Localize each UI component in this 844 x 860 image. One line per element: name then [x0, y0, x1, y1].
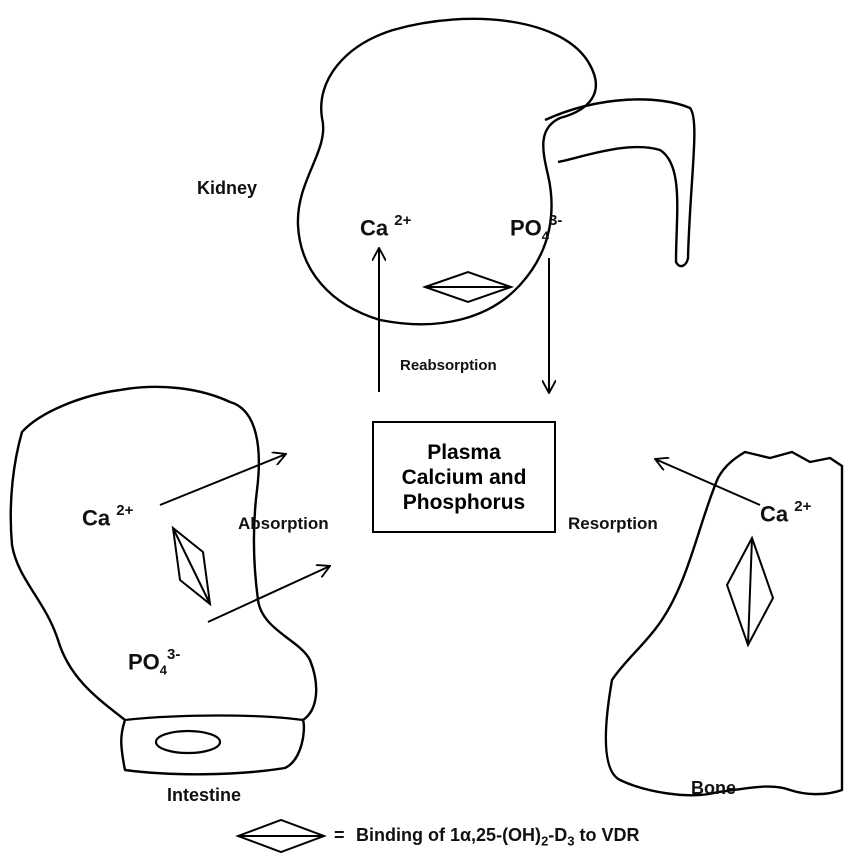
absorption-label: Absorption — [238, 514, 329, 534]
intestine-calcium-label: Ca 2+ — [82, 504, 133, 531]
phosphate-charge: 3- — [549, 212, 562, 229]
intestine-vdr-diamond — [173, 528, 210, 604]
legend-text-suffix: to VDR — [575, 825, 640, 845]
plasma-line-1: Plasma — [427, 440, 501, 465]
calcium-symbol: Ca — [82, 505, 110, 530]
ureter-outline — [545, 99, 694, 266]
reabsorption-label: Reabsorption — [400, 357, 497, 374]
resorption-label: Resorption — [568, 514, 658, 534]
phosphate-charge: 3- — [167, 646, 180, 663]
calcium-symbol: Ca — [760, 501, 788, 526]
legend-subscript-3: 3 — [567, 834, 574, 849]
phosphate-symbol: PO — [510, 215, 542, 240]
plasma-box: Plasma Calcium and Phosphorus — [372, 421, 556, 533]
phosphate-symbol: PO — [128, 649, 160, 674]
phosphate-subscript: 4 — [542, 229, 549, 244]
calcium-symbol: Ca — [360, 215, 388, 240]
intestine-label: Intestine — [167, 785, 241, 806]
plasma-line-2: Calcium and — [402, 465, 527, 490]
legend-text-mid: -D — [548, 825, 567, 845]
kidney-phosphate-label: PO43- — [510, 214, 562, 244]
kidney-vdr-diamond — [425, 272, 511, 302]
legend-equals: = — [334, 825, 345, 846]
bone-calcium-arrow — [655, 459, 760, 505]
bone-calcium-label: Ca 2+ — [760, 500, 811, 527]
intestine-cross-section — [125, 716, 303, 721]
legend-text: Binding of 1α,25-(OH)2-D3 to VDR — [356, 825, 640, 849]
legend-vdr-diamond — [238, 820, 324, 852]
bone-label: Bone — [691, 778, 736, 799]
plasma-line-3: Phosphorus — [403, 490, 526, 515]
calcium-charge: 2+ — [794, 498, 811, 515]
intestine-phosphate-label: PO43- — [128, 648, 180, 678]
kidney-calcium-label: Ca 2+ — [360, 214, 411, 241]
calcium-charge: 2+ — [394, 212, 411, 229]
calcium-charge: 2+ — [116, 502, 133, 519]
intestine-lumen — [156, 731, 220, 753]
legend-text-prefix: Binding of 1α,25-(OH) — [356, 825, 541, 845]
intestine-phosphate-arrow — [208, 566, 330, 622]
kidney-label: Kidney — [197, 178, 257, 199]
intestine-calcium-arrow — [160, 454, 286, 505]
phosphate-subscript: 4 — [160, 663, 167, 678]
bone-vdr-diamond — [727, 538, 773, 645]
